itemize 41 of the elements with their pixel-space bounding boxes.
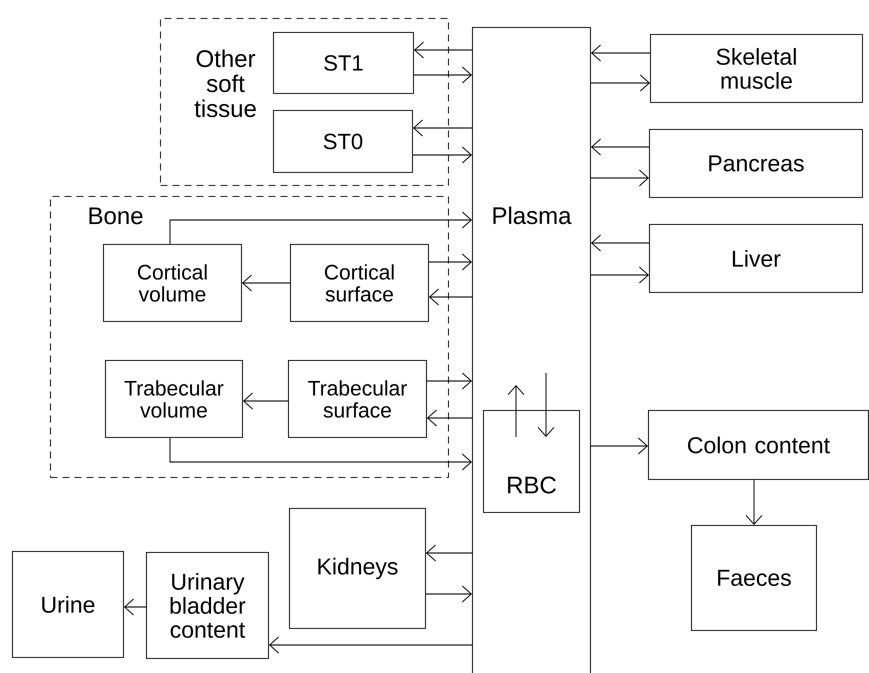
arrow <box>590 438 648 454</box>
arrow <box>412 146 472 164</box>
compartment-box: Skeletal muscle <box>650 34 863 103</box>
arrow <box>170 212 472 244</box>
compartment-box: Pancreas <box>649 129 863 198</box>
compartment-box: Trabecular volume <box>105 360 243 438</box>
arrow <box>590 234 650 252</box>
arrow <box>268 636 472 654</box>
arrow <box>538 372 554 437</box>
arrow <box>242 274 290 292</box>
arrow <box>426 544 472 562</box>
arrow <box>508 385 524 438</box>
arrow <box>124 598 146 616</box>
arrow <box>428 288 472 306</box>
arrow <box>590 44 650 62</box>
arrow <box>590 170 650 186</box>
compartment-box: Kidneys <box>289 508 426 629</box>
compartment-box: Liver <box>649 224 863 293</box>
compartment-box: Urinary bladder content <box>146 552 269 659</box>
compartment-box: RBC <box>483 410 580 513</box>
arrow <box>428 254 472 270</box>
arrow <box>590 266 650 284</box>
compartment-box: ST1 <box>273 32 414 94</box>
arrow <box>425 586 472 602</box>
compartment-box: ST0 <box>273 110 413 173</box>
compartment-box: Cortical volume <box>103 244 242 322</box>
arrow <box>170 437 472 470</box>
arrow <box>426 372 472 390</box>
arrow <box>242 392 288 410</box>
arrow <box>412 120 472 136</box>
arrow <box>746 479 762 525</box>
arrow <box>413 66 472 84</box>
compartment-box: Faeces <box>691 525 817 631</box>
arrow <box>590 74 650 92</box>
compartment-box: Cortical surface <box>290 244 429 322</box>
compartment-box: Urine <box>12 551 124 658</box>
arrow <box>426 410 472 426</box>
compartment-box: Colon content <box>648 410 869 480</box>
arrow <box>590 138 650 156</box>
compartment-box: Trabecular surface <box>288 360 427 438</box>
arrow <box>414 42 472 58</box>
